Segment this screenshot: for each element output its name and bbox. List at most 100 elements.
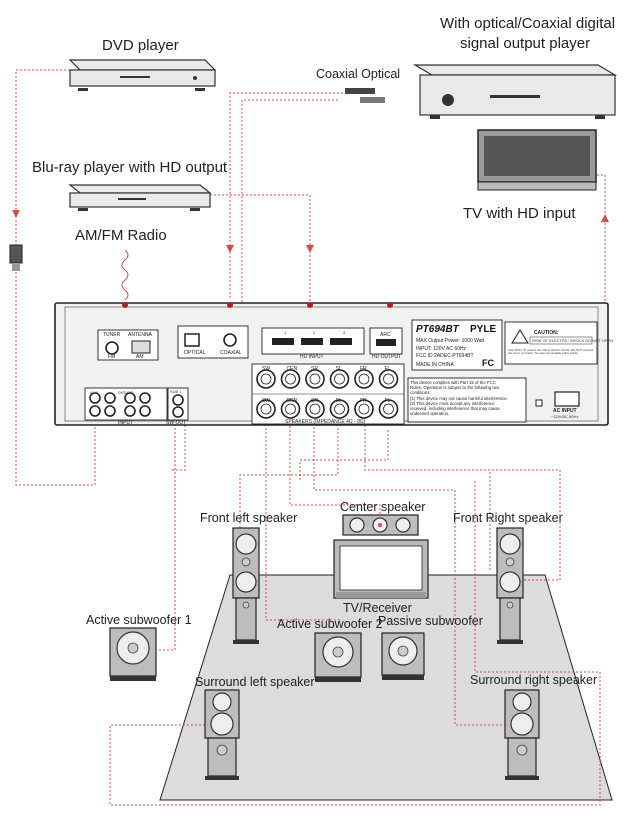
svg-text:COAXIAL: COAXIAL bbox=[220, 350, 242, 356]
svg-text:3: 3 bbox=[343, 330, 346, 335]
bluray-wire bbox=[210, 194, 311, 320]
speaker-terminal-bottom-label: SL bbox=[336, 398, 342, 404]
center-speaker-label: Center speaker bbox=[340, 500, 425, 514]
sw-wire bbox=[265, 400, 340, 621]
speaker-terminal-top-label: FR bbox=[360, 366, 367, 372]
speaker-terminal-bottom-label: FR bbox=[360, 398, 367, 404]
speaker-terminal-bottom-label: SR bbox=[311, 398, 318, 404]
svg-text:HD OUTPUT: HD OUTPUT bbox=[372, 354, 401, 360]
surround-left-label: Surround left speaker bbox=[195, 675, 315, 689]
svg-text:MADE IN CHINA: MADE IN CHINA bbox=[416, 362, 454, 368]
center-speaker bbox=[342, 514, 419, 536]
svg-text:TUNER: TUNER bbox=[103, 332, 121, 338]
speaker-terminal-bottom-label: FL bbox=[385, 398, 391, 404]
fcc-notice-line: This device complies with Part 15 of the… bbox=[410, 380, 496, 385]
optical-player bbox=[412, 64, 618, 119]
tv-receiver bbox=[333, 539, 429, 599]
svg-text:ANTENNA: ANTENNA bbox=[128, 332, 153, 338]
input-rca-block: AUX DVD/CD INPUT bbox=[84, 387, 168, 426]
bluray-label: Blu-ray player with HD output bbox=[32, 159, 228, 176]
active-subwoofer-2 bbox=[314, 632, 362, 682]
svg-text:PYLE: PYLE bbox=[470, 324, 496, 335]
sub2-wire bbox=[170, 405, 186, 471]
fcc-notice-line: received, including interference that ma… bbox=[410, 406, 500, 412]
speaker-terminal-bottom-label: SW bbox=[262, 398, 270, 404]
svg-text:FC: FC bbox=[482, 358, 494, 368]
coax-optical-plugs bbox=[345, 88, 385, 103]
fcc-notice bbox=[407, 377, 527, 423]
passive-subwoofer bbox=[381, 632, 425, 680]
dvd-wire bbox=[15, 69, 96, 486]
front-left-label: Front left speaker bbox=[200, 511, 297, 525]
svg-text:PT694BT: PT694BT bbox=[416, 324, 460, 335]
speaker-terminals: SW SW CEN CEN SR SR SL SL FR FR FL FL SPEAKERS (IMP… bbox=[251, 363, 405, 425]
caution-block: CAUTION: RISK OF ELECTRIC SHOCK DO NOT O… bbox=[504, 321, 613, 365]
optical-wire bbox=[229, 92, 375, 298]
svg-text:DVD/CD: DVD/CD bbox=[118, 390, 133, 395]
svg-text:OPTICAL: OPTICAL bbox=[184, 350, 206, 356]
caution-text: CAUTION: To reduce the risk of electric … bbox=[508, 349, 594, 356]
fcc-notice-line: Rules. Operation is subject to the follo… bbox=[410, 385, 500, 391]
hd-output-block: ARC HD OUTPUT bbox=[369, 327, 403, 360]
svg-text:HD INPUT: HD INPUT bbox=[300, 354, 324, 360]
sw-out-block: SUB 1 SW OUT bbox=[166, 387, 189, 426]
digital-inputs: OPTICAL COAXIAL bbox=[177, 325, 249, 359]
svg-text:FM: FM bbox=[108, 354, 115, 360]
amfm-label: AM/FM Radio bbox=[75, 227, 167, 244]
dvd-player bbox=[68, 59, 217, 91]
fr-wire bbox=[364, 425, 491, 570]
front-left-speaker bbox=[232, 527, 260, 644]
surround-right-label: Surround right speaker bbox=[470, 673, 597, 687]
hd-input-block: 1 2 3 HD INPUT bbox=[261, 327, 365, 360]
bluray-player bbox=[68, 184, 212, 211]
svg-text:1: 1 bbox=[284, 330, 287, 335]
svg-text:INPUT: INPUT bbox=[118, 420, 133, 426]
svg-text:~120VAC 60Hz: ~120VAC 60Hz bbox=[551, 414, 578, 419]
optical-player-label-2: signal output player bbox=[460, 35, 590, 52]
speaker-terminal-top-label: CEN bbox=[287, 366, 298, 372]
speaker-terminal-top-label: SL bbox=[336, 366, 342, 372]
surround-right-speaker bbox=[504, 689, 540, 780]
ac-input: AC INPUT ~120VAC 60Hz bbox=[535, 391, 580, 419]
svg-text:ARC: ARC bbox=[380, 332, 391, 338]
svg-text:AC INPUT: AC INPUT bbox=[553, 408, 577, 414]
front-right-label: Front Right speaker bbox=[453, 511, 563, 525]
svg-text:MAX Output Power: 1000 Watt: MAX Output Power: 1000 Watt bbox=[416, 338, 485, 344]
sub1-wire bbox=[150, 400, 176, 651]
tv-hd-label: TV with HD input bbox=[463, 205, 576, 222]
svg-text:FCC ID:2ADEC-PT694BT: FCC ID:2ADEC-PT694BT bbox=[416, 353, 474, 359]
antenna-block: TUNER ANTENNA FM AM bbox=[97, 329, 159, 361]
fcc-notice-line: conditions: bbox=[410, 390, 431, 396]
tv-receiver-label: TV/Receiver bbox=[343, 601, 412, 615]
fcc-notice-text: This device complies with Part 15 of the… bbox=[410, 380, 526, 416]
fcc-notice-line: (1) This device may not cause harmful in… bbox=[410, 395, 508, 401]
coaxial-wire bbox=[241, 99, 340, 330]
optical-player-label-1: With optical/Coaxial digital bbox=[440, 15, 615, 32]
connection-wires bbox=[12, 69, 609, 806]
speaker-terminal-top-label: FL bbox=[385, 366, 391, 372]
coaxial-optical-label: Coaxial Optical bbox=[316, 67, 400, 81]
surround-loop bbox=[109, 480, 601, 806]
svg-text:RISK OF ELECTRIC SHOCK DO NOT: RISK OF ELECTRIC SHOCK DO NOT OPEN bbox=[532, 338, 613, 343]
speaker-terminal-bottom-label: CEN bbox=[287, 398, 298, 404]
active-subwoofer-1 bbox=[109, 627, 157, 681]
svg-text:SW OUT: SW OUT bbox=[166, 420, 186, 426]
svg-text:CAUTION:: CAUTION: bbox=[534, 330, 559, 336]
svg-text:SPEAKERS (IMPEDANCE 4Ω - 8Ω): SPEAKERS (IMPEDANCE 4Ω - 8Ω) bbox=[285, 419, 366, 425]
front-right-speaker bbox=[496, 527, 524, 644]
sr-wire bbox=[313, 415, 505, 726]
amplifier-rear-panel: TUNER ANTENNA FM AM OPTICAL COAXIAL 1 2 … bbox=[54, 302, 613, 426]
fl-wire bbox=[299, 430, 389, 480]
surround-left-speaker bbox=[204, 689, 240, 780]
passive-sub-label: Passive subwoofer bbox=[378, 614, 483, 628]
speaker-terminal-top-label: SR bbox=[311, 366, 318, 372]
front-loop bbox=[405, 469, 561, 581]
svg-text:2: 2 bbox=[313, 330, 316, 335]
model-label-block: PT694BT PYLE MAX Output Power: 1000 Watt… bbox=[411, 319, 503, 371]
fcc-notice-line: (2) This device must accept any interfer… bbox=[410, 400, 495, 406]
speaker-terminal-top-label: SW bbox=[262, 366, 270, 372]
plug-icon bbox=[9, 244, 23, 271]
svg-text:AM: AM bbox=[136, 354, 144, 360]
dvd-player-label: DVD player bbox=[102, 37, 179, 54]
